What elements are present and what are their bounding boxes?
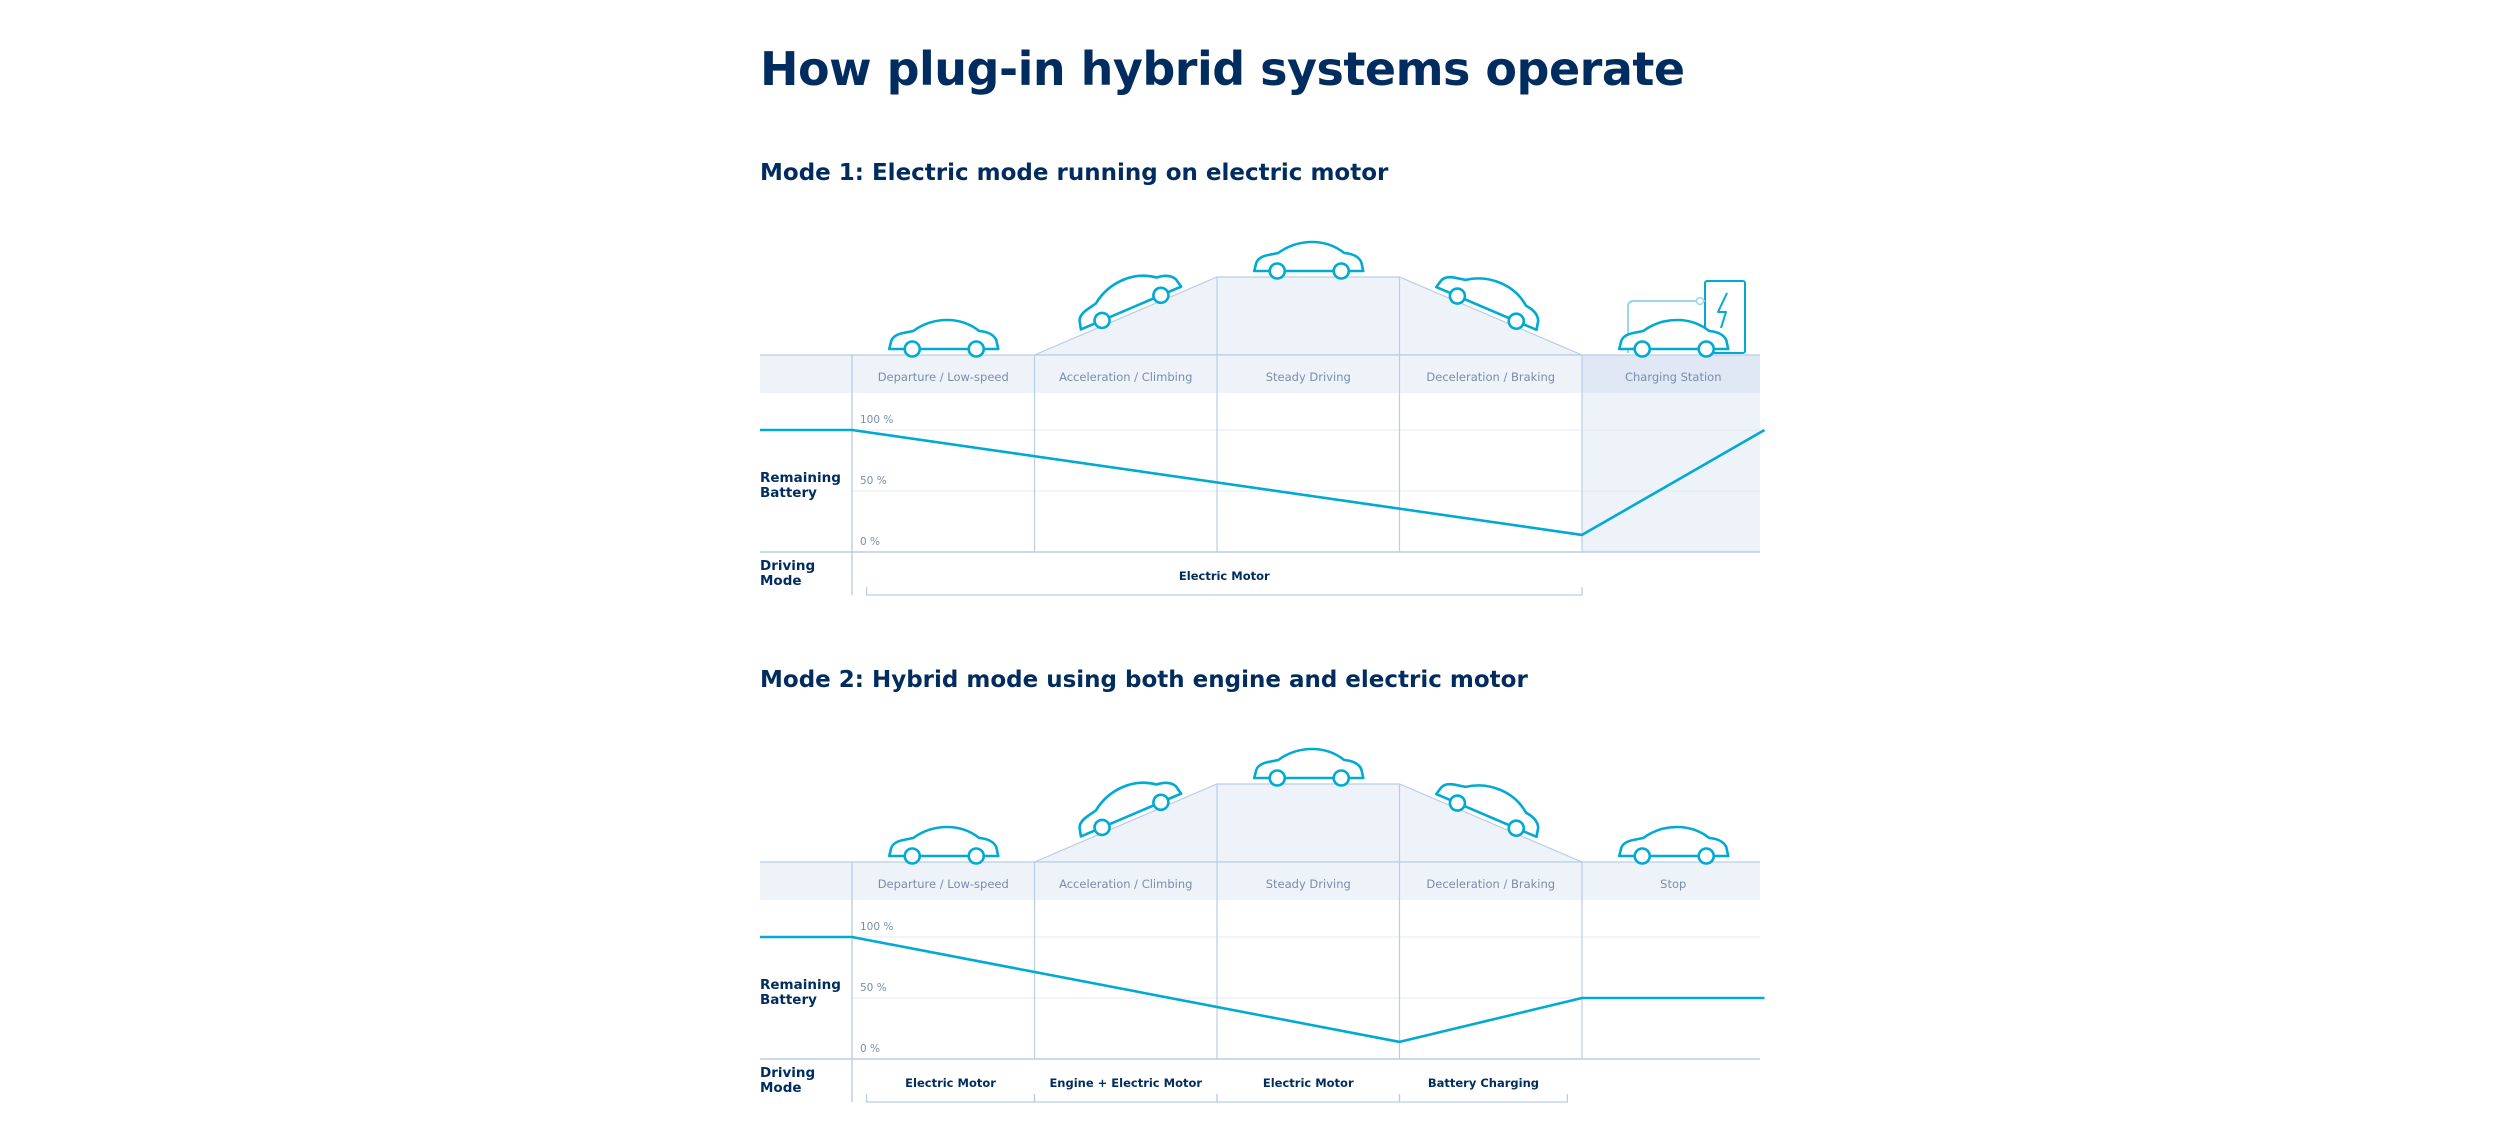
mode-bracket bbox=[1216, 1094, 1401, 1103]
mode-label: Electric Motor bbox=[1263, 1076, 1354, 1090]
mode-bracket bbox=[866, 587, 1583, 596]
stage-label: Departure / Low-speed bbox=[878, 877, 1009, 891]
car-icon bbox=[1252, 747, 1365, 787]
stage-label: Steady Driving bbox=[1266, 877, 1351, 891]
driving-mode-label: Driving bbox=[760, 558, 815, 574]
driving-mode-label: Mode bbox=[760, 1080, 802, 1096]
stage-label: Stop bbox=[1660, 877, 1686, 891]
stage-label: Deceleration / Braking bbox=[1426, 370, 1555, 384]
battery-curve bbox=[760, 935, 1765, 1044]
diagram-svg: Departure / Low-speed Acceleration / Clim… bbox=[760, 240, 1766, 596]
car-icon bbox=[1434, 782, 1540, 839]
percent-label: 100 % bbox=[860, 921, 893, 933]
remaining-battery-label: Remaining bbox=[760, 977, 841, 993]
percent-label: 100 % bbox=[860, 414, 893, 426]
remaining-battery-label: Battery bbox=[760, 992, 817, 1008]
car-icon bbox=[887, 825, 1000, 865]
remaining-battery-label: Battery bbox=[760, 485, 817, 501]
driving-mode-label: Mode bbox=[760, 573, 802, 589]
car-icon bbox=[1617, 825, 1730, 865]
mode-bracket bbox=[1398, 1094, 1568, 1103]
car-icon bbox=[1617, 318, 1730, 358]
driving-mode-label: Driving bbox=[760, 1065, 815, 1081]
percent-label: 50 % bbox=[860, 475, 887, 487]
stage-label: Deceleration / Braking bbox=[1426, 877, 1555, 891]
mode1-diagram: Departure / Low-speed Acceleration / Clim… bbox=[760, 215, 1766, 596]
stage-label: Charging Station bbox=[1625, 370, 1722, 384]
mode2-heading: Mode 2: Hybrid mode using both engine an… bbox=[760, 667, 1528, 693]
mode-label: Battery Charging bbox=[1428, 1076, 1539, 1090]
percent-label: 0 % bbox=[860, 1043, 880, 1055]
car-icon bbox=[1252, 240, 1365, 280]
mode-bracket bbox=[1033, 1094, 1218, 1103]
remaining-battery-label: Remaining bbox=[760, 470, 841, 486]
mode-bracket bbox=[866, 1094, 1036, 1103]
stage-label: Acceleration / Climbing bbox=[1059, 877, 1192, 891]
stage-label: Acceleration / Climbing bbox=[1059, 370, 1192, 384]
battery-curve bbox=[760, 428, 1766, 537]
charging-band bbox=[1582, 355, 1760, 393]
mode-label: Engine + Electric Motor bbox=[1049, 1076, 1202, 1090]
percent-label: 0 % bbox=[860, 536, 880, 548]
mode1-heading: Mode 1: Electric mode running on electri… bbox=[760, 160, 1389, 186]
stage-band bbox=[760, 862, 1760, 900]
mode-label: Electric Motor bbox=[1179, 569, 1270, 583]
stage-label: Steady Driving bbox=[1266, 370, 1351, 384]
car-icon bbox=[1434, 275, 1540, 332]
mode-label: Electric Motor bbox=[905, 1076, 996, 1090]
percent-label: 50 % bbox=[860, 982, 887, 994]
car-icon bbox=[1078, 781, 1183, 838]
mode2-diagram: Departure / Low-speed Acceleration / Clim… bbox=[760, 722, 1765, 1103]
lightning-icon bbox=[1717, 292, 1728, 329]
stage-label: Departure / Low-speed bbox=[878, 370, 1009, 384]
car-icon bbox=[1078, 274, 1183, 331]
car-icon bbox=[887, 318, 1000, 358]
diagram-svg: Departure / Low-speed Acceleration / Clim… bbox=[760, 747, 1765, 1103]
page-title: How plug-in hybrid systems operate bbox=[760, 42, 1685, 96]
